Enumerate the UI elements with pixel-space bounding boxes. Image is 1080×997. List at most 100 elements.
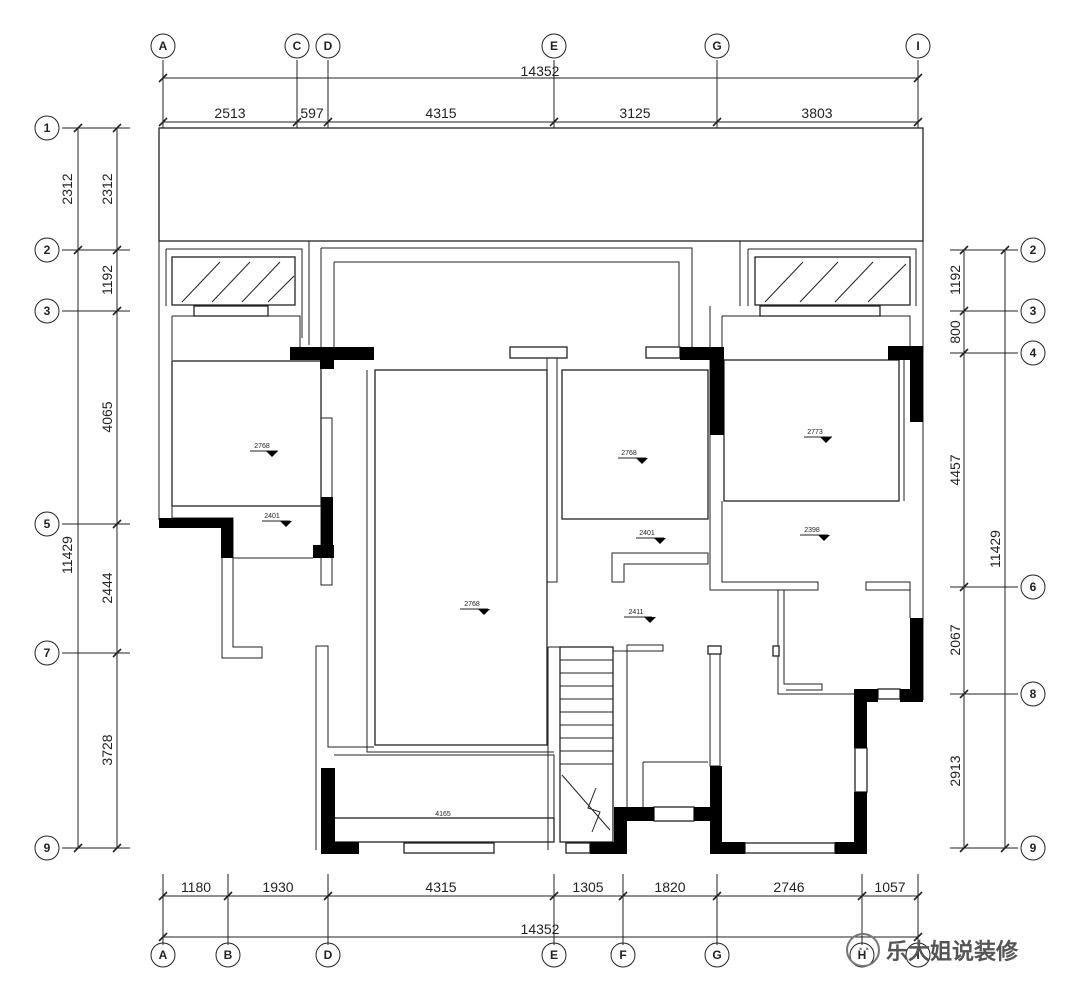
svg-text:E: E: [550, 39, 558, 53]
grid-bubble: 9: [1020, 835, 1046, 861]
dim-right-inner: 800: [947, 320, 963, 344]
staircase: [559, 646, 614, 843]
svg-text:2401: 2401: [639, 530, 655, 537]
svg-text:G: G: [712, 948, 721, 962]
svg-text:2768: 2768: [464, 601, 480, 608]
svg-text:I: I: [916, 948, 919, 962]
dim-top-seg: 3125: [619, 105, 650, 121]
grid-bubble: E: [541, 33, 567, 59]
level-marker: 2411: [624, 609, 656, 623]
right-dimensions: 1192 800 4457 2067 2913 11429: [947, 245, 1018, 853]
watermark-text: 乐大姐说装修: [886, 939, 1019, 964]
svg-text:D: D: [324, 39, 333, 53]
svg-text:3: 3: [44, 304, 51, 318]
dim-left-inner: 2444: [99, 572, 115, 603]
dim-bottom-seg: 2746: [773, 879, 804, 895]
svg-text:8: 8: [1030, 687, 1037, 701]
svg-text:7: 7: [44, 646, 51, 660]
wechat-icon: ◔◔: [846, 933, 880, 967]
dim-right-outer: 11429: [987, 530, 1003, 568]
grid-bubble: E: [541, 942, 567, 968]
svg-text:9: 9: [44, 841, 51, 855]
svg-text:6: 6: [1030, 580, 1037, 594]
svg-text:2: 2: [44, 243, 51, 257]
grid-bubble: 4: [1020, 340, 1046, 366]
dim-bottom-seg: 4315: [425, 879, 456, 895]
dim-top-seg: 3803: [801, 105, 832, 121]
svg-text:2: 2: [1030, 243, 1037, 257]
svg-text:2773: 2773: [807, 429, 823, 436]
dim-right-inner: 2913: [947, 755, 963, 786]
svg-text:2768: 2768: [254, 443, 270, 450]
level-marker: 2398: [800, 527, 830, 541]
window-width-label: 4165: [435, 811, 451, 818]
dim-right-inner: 1192: [947, 265, 963, 295]
grid-bubble: F: [610, 942, 636, 968]
level-markers: 2768 2401 2768 2768 2773 2401 2398 2411: [250, 429, 832, 623]
grid-bubble: A: [150, 942, 176, 968]
svg-text:A: A: [159, 39, 168, 53]
structural-columns: [159, 346, 923, 854]
dim-top-seg: 4315: [425, 105, 456, 121]
dim-bottom-seg: 1180: [181, 879, 211, 895]
grid-bubble: B: [215, 942, 241, 968]
bottom-grid-bubbles: A B D E F G H I: [150, 942, 931, 968]
svg-text:2401: 2401: [264, 513, 280, 520]
left-grid-bubbles: 1 2 3 5 7 9: [34, 115, 60, 861]
grid-bubble: 2: [1020, 237, 1046, 263]
grid-bubble: I: [905, 33, 931, 59]
grid-bubble: G: [704, 33, 730, 59]
level-marker: 2773: [804, 429, 832, 443]
dim-left-outer: 11429: [59, 536, 75, 574]
svg-text:I: I: [916, 39, 919, 53]
grid-bubble: G: [704, 942, 730, 968]
bottom-dimensions: 1180 1930 4315 1305 1820 2746 1057 14352: [158, 874, 923, 945]
level-marker: 2768: [460, 601, 490, 615]
svg-text:C: C: [293, 39, 302, 53]
dim-top-seg: 597: [300, 105, 324, 121]
top-grid-bubbles: A C D E G I: [150, 33, 931, 59]
svg-text:4: 4: [1030, 346, 1037, 360]
dim-left-inner: 4065: [99, 401, 115, 432]
dim-bottom-total: 14352: [521, 921, 560, 937]
right-grid-bubbles: 2 3 4 6 8 9: [1020, 237, 1046, 861]
dim-bottom-seg: 1057: [874, 879, 905, 895]
svg-text:G: G: [712, 39, 721, 53]
grid-bubble: C: [284, 33, 310, 59]
dim-left-inner: 1192: [99, 265, 115, 295]
dim-bottom-seg: 1820: [654, 879, 685, 895]
plan-walls: 4165: [158, 127, 924, 854]
grid-bubble: 6: [1020, 574, 1046, 600]
svg-text:1: 1: [44, 121, 51, 135]
grid-bubble: D: [315, 942, 341, 968]
level-marker: 2401: [262, 513, 292, 527]
level-marker: 2401: [636, 530, 666, 544]
svg-text:3: 3: [1030, 304, 1037, 318]
watermark: ◔◔ 乐大姐说装修: [846, 930, 1018, 970]
dim-left-inner: 3728: [99, 734, 115, 765]
svg-text:9: 9: [1030, 841, 1037, 855]
level-marker: 2768: [618, 450, 648, 464]
grid-bubble: 2: [34, 237, 60, 263]
svg-text:2398: 2398: [804, 527, 820, 534]
grid-bubble: I: [905, 942, 931, 968]
grid-bubble: 5: [34, 511, 60, 537]
dim-bottom-seg: 1930: [262, 879, 293, 895]
svg-text:D: D: [324, 948, 333, 962]
grid-bubble: 7: [34, 640, 60, 666]
top-dimensions: 14352 2513 597 4315 3125 3803: [158, 60, 923, 128]
dim-bottom-seg: 1305: [572, 879, 603, 895]
svg-text:2768: 2768: [621, 450, 637, 457]
dim-left-outer: 2312: [59, 173, 75, 204]
svg-text:5: 5: [44, 517, 51, 531]
grid-bubble: 3: [1020, 298, 1046, 324]
left-dimensions: 2312 11429 2312 1192 4065 2444 3728: [59, 123, 130, 853]
grid-bubble: A: [150, 33, 176, 59]
dim-top-total: 14352: [521, 63, 560, 79]
level-marker: 2768: [250, 443, 278, 457]
grid-bubble: 1: [34, 115, 60, 141]
grid-bubble: 9: [34, 835, 60, 861]
dim-right-inner: 4457: [947, 454, 963, 485]
grid-bubble: 8: [1020, 681, 1046, 707]
